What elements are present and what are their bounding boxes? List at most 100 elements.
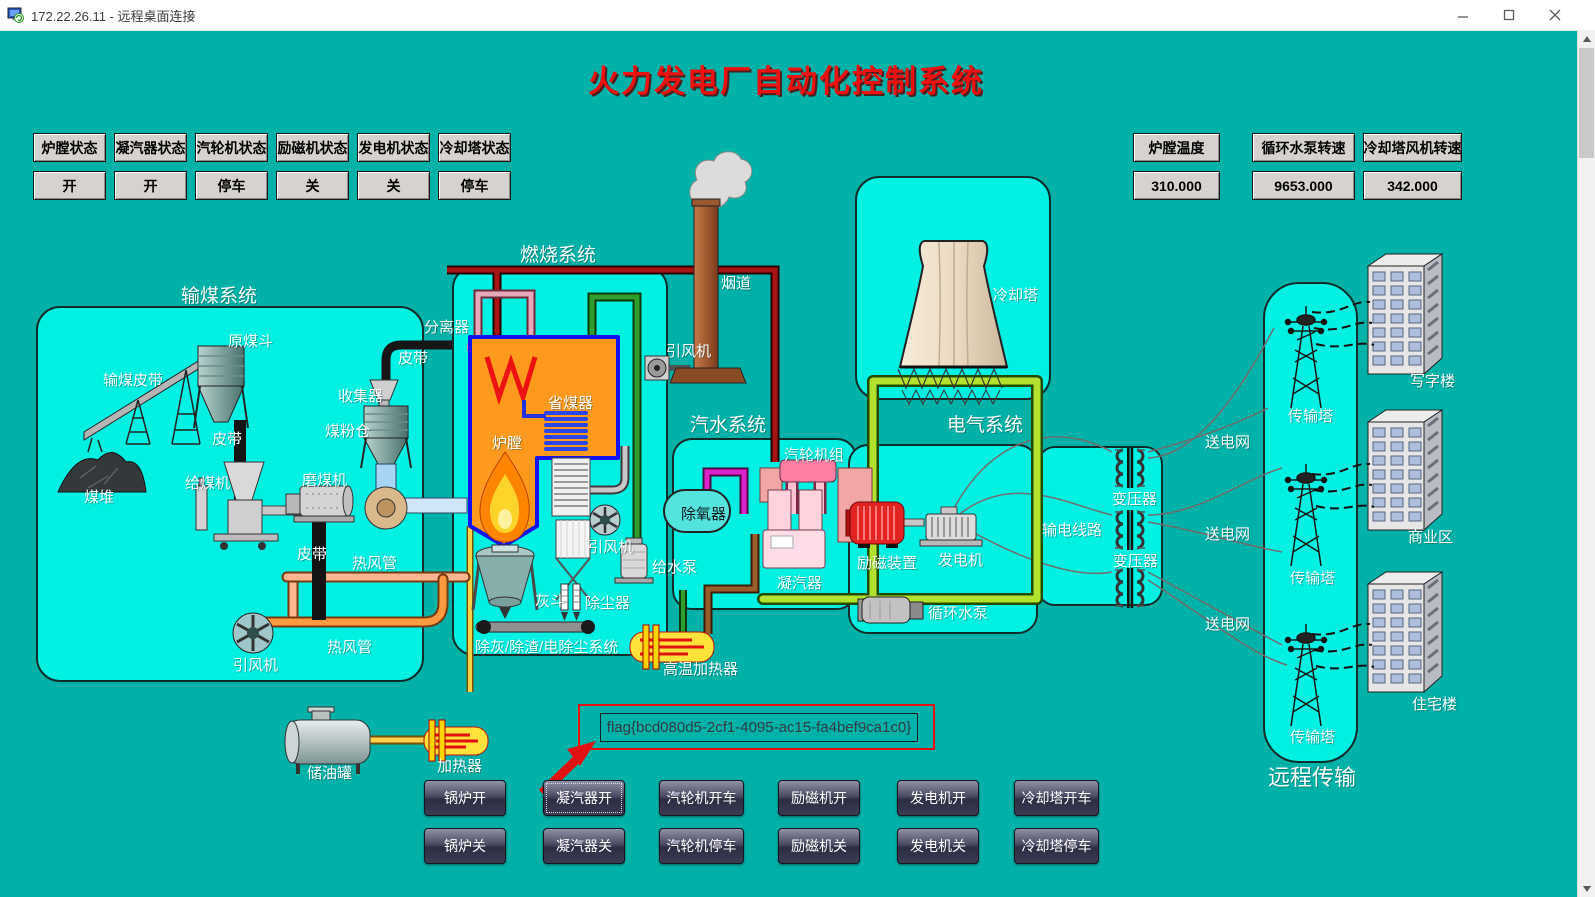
label-feeder: 给煤机: [185, 475, 231, 492]
label-tower-3: 传输塔: [1290, 729, 1336, 746]
label-power-line: 输电线路: [1042, 522, 1103, 539]
scrollbar-down-button[interactable]: [1578, 880, 1595, 897]
label-tower-1: 传输塔: [1288, 408, 1334, 425]
generator-status-button[interactable]: 发电机状态: [357, 133, 430, 162]
label-transformer-1: 变压器: [1112, 491, 1158, 508]
cooling-fan-speed-label: 冷却塔风机转速: [1363, 133, 1462, 162]
cooling-stop-button[interactable]: 冷却塔停车: [1014, 828, 1099, 864]
label-grid-2: 送电网: [1205, 526, 1251, 543]
section-electric: 电气系统: [947, 415, 1024, 436]
page-title: 火力发电厂自动化控制系统: [588, 64, 984, 99]
cooling-status-value: 停车: [438, 171, 511, 200]
scrollbar-thumb[interactable]: [1579, 48, 1594, 158]
label-commercial: 商业区: [1408, 529, 1454, 546]
flag-text-box: flag{bcd080d5-2cf1-4095-ac15-fa4bef9ca1c…: [600, 713, 918, 742]
label-hot-air-2: 热风管: [327, 639, 373, 656]
minimize-icon: [1458, 16, 1468, 18]
label-grid-3: 送电网: [1205, 616, 1251, 633]
label-ht-heater: 高温加热器: [663, 661, 739, 678]
generator-open-button[interactable]: 发电机开: [897, 780, 979, 816]
turbine-stop-button[interactable]: 汽轮机停车: [659, 828, 744, 864]
label-fan-mid: 引风机: [588, 539, 634, 556]
cooling-status-button[interactable]: 冷却塔状态: [438, 133, 511, 162]
scrollbar-up-button[interactable]: [1578, 30, 1595, 47]
turbine-status-button[interactable]: 汽轮机状态: [195, 133, 268, 162]
furnace-status-button[interactable]: 炉膛状态: [33, 133, 106, 162]
condenser-status-value: 开: [114, 171, 187, 200]
label-circ-pump: 循环水泵: [928, 605, 989, 622]
window-title: 172.22.26.11 - 远程桌面连接: [31, 8, 196, 24]
maximize-button[interactable]: [1486, 0, 1532, 30]
remote-transmission-panel: [1263, 282, 1358, 763]
label-coal-belt: 输煤皮带: [103, 372, 164, 389]
label-collector: 收集器: [338, 388, 384, 405]
label-furnace: 炉膛: [492, 435, 523, 452]
furnace-temp-label: 炉膛温度: [1133, 133, 1220, 162]
label-turbine: 汽轮机组: [784, 447, 845, 464]
label-flue: 烟道: [721, 275, 752, 292]
label-exciter: 励磁装置: [857, 555, 918, 572]
condenser-status-button[interactable]: 凝汽器状态: [114, 133, 187, 162]
section-steam: 汽水系统: [690, 415, 767, 436]
close-icon: [1549, 9, 1561, 21]
label-feed-pump: 给水泵: [652, 559, 698, 576]
label-tower-2: 传输塔: [1290, 570, 1336, 587]
minimize-button[interactable]: [1440, 0, 1486, 30]
generator-status-value: 关: [357, 171, 430, 200]
maximize-icon: [1503, 9, 1515, 21]
section-remote: 远程传输: [1268, 765, 1357, 790]
scrollbar-up-icon: [1582, 35, 1591, 42]
flag-highlight-box: flag{bcd080d5-2cf1-4095-ac15-fa4bef9ca1c…: [578, 704, 935, 750]
exciter-close-button[interactable]: 励磁机关: [778, 828, 860, 864]
label-grid-1: 送电网: [1205, 434, 1251, 451]
label-bunker: 煤粉仓: [325, 423, 371, 440]
scrollbar-down-icon: [1582, 885, 1591, 892]
section-coal: 输煤系统: [181, 286, 258, 307]
generator-close-button[interactable]: 发电机关: [897, 828, 979, 864]
furnace-status-value: 开: [33, 171, 106, 200]
cooling-fan-speed-value: 342.000: [1363, 171, 1462, 200]
label-raw-hopper: 原煤斗: [228, 333, 274, 350]
label-condenser: 凝汽器: [777, 575, 823, 592]
furnace-temp-value: 310.000: [1133, 171, 1220, 200]
condenser-open-button[interactable]: 凝汽器开: [543, 780, 625, 816]
turbine-start-button[interactable]: 汽轮机开车: [659, 780, 744, 816]
turbine-status-value: 停车: [195, 171, 268, 200]
label-transformer-2: 变压器: [1113, 553, 1159, 570]
label-economizer: 省煤器: [548, 395, 594, 412]
vertical-scrollbar[interactable]: [1577, 30, 1595, 897]
circ-pump-speed-value: 9653.000: [1252, 171, 1355, 200]
label-belt-hopper: 皮带: [212, 431, 243, 448]
window-titlebar[interactable]: 172.22.26.11 - 远程桌面连接: [0, 0, 1595, 31]
label-generator: 发电机: [938, 552, 984, 569]
label-separator: 分离器: [424, 319, 470, 336]
label-deaerator: 除氧器: [681, 506, 727, 523]
label-belt-top: 皮带: [398, 350, 429, 367]
condenser-close-button[interactable]: 凝汽器关: [543, 828, 625, 864]
label-residential: 住宅楼: [1412, 696, 1458, 713]
label-heater: 加热器: [437, 758, 483, 775]
label-cooling-tower: 冷却塔: [993, 287, 1039, 304]
boiler-close-button[interactable]: 锅炉关: [424, 828, 506, 864]
label-office: 写字楼: [1410, 373, 1456, 390]
label-dust: 除尘器: [585, 595, 631, 612]
label-mill: 磨煤机: [302, 472, 348, 489]
exciter-status-value: 关: [276, 171, 349, 200]
label-pile: 煤堆: [84, 489, 115, 506]
label-ash-hopper: 灰斗: [535, 593, 566, 610]
label-belt-mid: 皮带: [297, 546, 328, 563]
label-ash-system: 除灰/除渣/电除尘系统: [475, 639, 619, 656]
exciter-status-button[interactable]: 励磁机状态: [276, 133, 349, 162]
label-fan-left: 引风机: [233, 657, 279, 674]
label-hot-air-1: 热风管: [352, 555, 398, 572]
smoke-plume: [689, 151, 753, 211]
buildings: [1366, 252, 1444, 694]
label-fan-flue: 引风机: [666, 343, 712, 360]
circ-pump-speed-label: 循环水泵转速: [1252, 133, 1355, 162]
close-button[interactable]: [1532, 0, 1578, 30]
cooling-start-button[interactable]: 冷却塔开车: [1014, 780, 1099, 816]
exciter-open-button[interactable]: 励磁机开: [778, 780, 860, 816]
section-combustion: 燃烧系统: [520, 245, 597, 266]
boiler-open-button[interactable]: 锅炉开: [424, 780, 506, 816]
